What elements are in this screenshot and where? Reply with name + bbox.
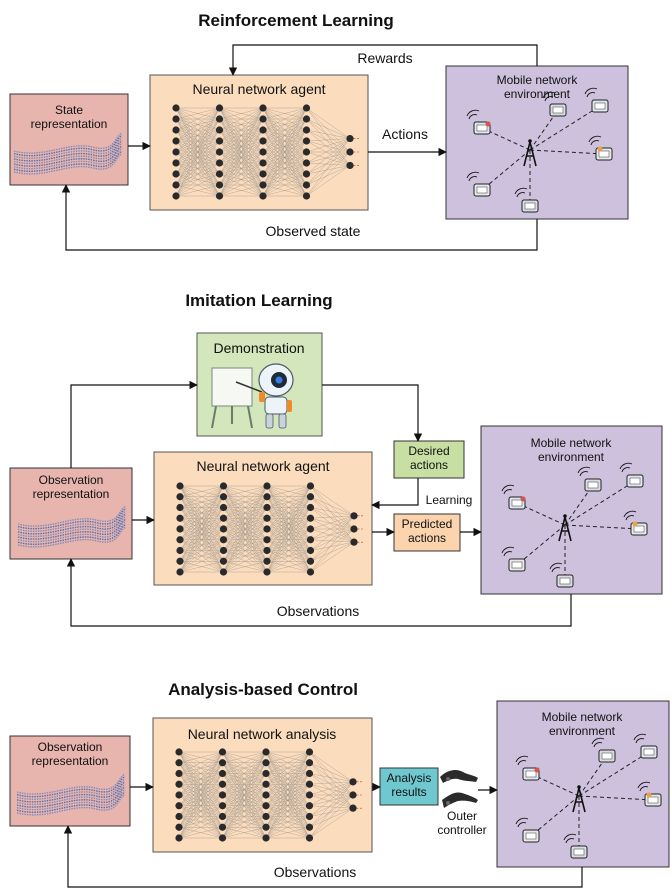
input-to-demonstration-arrow <box>70 380 198 468</box>
hand-controller-icon <box>440 769 478 808</box>
data-stream-icon <box>16 773 126 816</box>
observations-label: Observations <box>277 603 359 619</box>
neural-network-icon <box>176 482 364 576</box>
nn-label: Neural network analysis <box>188 726 337 742</box>
section-title: Reinforcement Learning <box>198 11 394 30</box>
neural-network-agent-box: Neural network agent <box>149 74 369 211</box>
rewards-label: Rewards <box>357 50 412 66</box>
neural-network-agent-box: Neural network agent <box>153 451 373 586</box>
learning-arrow <box>371 478 419 510</box>
data-stream-icon <box>17 505 127 548</box>
observations-arrow <box>66 558 572 627</box>
demonstration-to-desired-arrow <box>322 384 423 442</box>
data-stream-icon <box>13 132 123 175</box>
neural-network-icon <box>172 104 360 200</box>
section-title: Imitation Learning <box>185 291 332 310</box>
section-title: Analysis-based Control <box>168 680 358 699</box>
nn-label: Neural network agent <box>196 458 329 474</box>
demonstration-label: Demonstration <box>213 340 304 356</box>
neural-network-analysis-box: Neural network analysis <box>152 717 373 853</box>
robot-teacher-icon <box>211 363 294 429</box>
demonstration-box: Demonstration <box>196 332 323 437</box>
cell-tower-icon <box>501 462 648 588</box>
rewards-arrow <box>228 44 538 76</box>
observed-state-label: Observed state <box>266 223 361 239</box>
neural-network-icon <box>175 748 363 842</box>
observed-state-arrow <box>61 184 538 251</box>
section-imitation-learning: Imitation Learning Demonstration <box>9 291 663 627</box>
actions-label: Actions <box>382 126 428 142</box>
observations-label: Observations <box>274 864 356 880</box>
cell-tower-icon <box>466 87 613 213</box>
learning-label: Learning <box>426 493 473 507</box>
nn-label: Neural network agent <box>192 81 325 97</box>
cell-tower-icon <box>515 733 662 859</box>
observations-arrow <box>63 825 583 888</box>
